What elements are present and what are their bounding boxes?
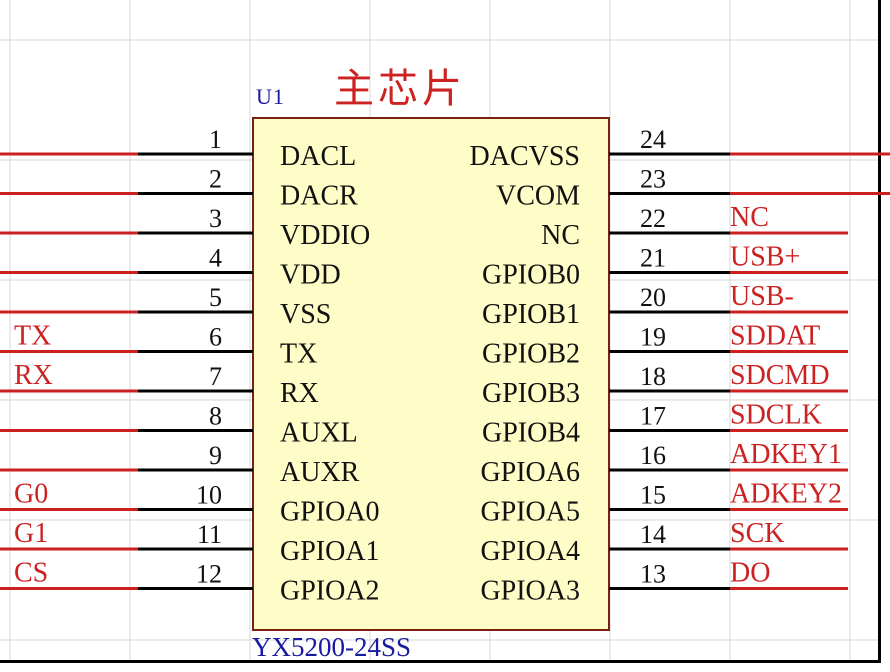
pin-number: 23 xyxy=(640,165,666,194)
pin-number: 18 xyxy=(640,362,666,391)
pin-number: 22 xyxy=(640,204,666,233)
net-label: USB- xyxy=(730,281,794,312)
pin-number: 7 xyxy=(209,362,222,391)
pin-name: GPIOA6 xyxy=(480,457,580,488)
pin-name: GPIOA0 xyxy=(280,497,380,528)
pin-name: GPIOB3 xyxy=(482,378,580,409)
net-label: DO xyxy=(730,558,770,589)
pin-name: AUXR xyxy=(280,457,360,488)
sheet-frame xyxy=(0,0,881,663)
pin-name: GPIOA3 xyxy=(480,576,580,607)
pin-name: GPIOB2 xyxy=(482,339,580,370)
pin-name: VCOM xyxy=(496,181,580,212)
net-label: G1 xyxy=(14,518,48,549)
component-title: 主芯片 xyxy=(334,66,466,112)
net-label: SCK xyxy=(730,518,784,549)
pin-name: GPIOA2 xyxy=(280,576,380,607)
pin-name: TX xyxy=(280,339,317,370)
pin-number: 1 xyxy=(209,125,222,154)
net-label: ADKEY2 xyxy=(730,479,842,510)
net-label: SDCMD xyxy=(730,360,830,391)
pin-name: GPIOA1 xyxy=(280,536,380,567)
pin-name: DACL xyxy=(280,141,356,172)
net-label: CS xyxy=(14,558,48,589)
pin-number: 10 xyxy=(196,481,222,510)
pin-name: DACVSS xyxy=(470,141,580,172)
component-ref: U1 xyxy=(256,84,285,109)
pin-number: 11 xyxy=(197,520,222,549)
pin-number: 8 xyxy=(209,402,222,431)
pin-number: 3 xyxy=(209,204,222,233)
net-label: SDDAT xyxy=(730,321,820,352)
net-label: SDCLK xyxy=(730,400,822,431)
pin-name: GPIOB4 xyxy=(482,418,580,449)
pin-number: 14 xyxy=(640,520,666,549)
pin-name: GPIOA4 xyxy=(480,536,580,567)
pin-number: 9 xyxy=(209,441,222,470)
net-label: TX xyxy=(14,321,51,352)
net-label: USB+ xyxy=(730,242,800,273)
pin-number: 2 xyxy=(209,165,222,194)
pin-number: 19 xyxy=(640,323,666,352)
pin-name: RX xyxy=(280,378,319,409)
pin-number: 4 xyxy=(209,244,222,273)
pin-number: 17 xyxy=(640,402,666,431)
pin-name: VSS xyxy=(280,299,331,330)
pin-number: 21 xyxy=(640,244,666,273)
pin-number: 13 xyxy=(640,560,666,589)
net-label: G0 xyxy=(14,479,48,510)
net-label: NC xyxy=(730,202,769,233)
pin-name: GPIOA5 xyxy=(480,497,580,528)
pin-number: 15 xyxy=(640,481,666,510)
pin-number: 12 xyxy=(196,560,222,589)
pin-number: 24 xyxy=(640,125,666,154)
net-label: RX xyxy=(14,360,53,391)
pin-name: GPIOB0 xyxy=(482,260,580,291)
pin-number: 6 xyxy=(209,323,222,352)
pin-name: GPIOB1 xyxy=(482,299,580,330)
pin-number: 20 xyxy=(640,283,666,312)
pin-name: VDD xyxy=(280,260,341,291)
pin-name: AUXL xyxy=(280,418,358,449)
pin-name: DACR xyxy=(280,181,358,212)
net-label: ADKEY1 xyxy=(730,439,842,470)
pin-name: VDDIO xyxy=(280,220,370,251)
part-number: YX5200-24SS xyxy=(252,632,412,662)
pin-number: 16 xyxy=(640,441,666,470)
pin-name: NC xyxy=(541,220,580,251)
pin-number: 5 xyxy=(209,283,222,312)
ic-body[interactable] xyxy=(252,117,610,631)
